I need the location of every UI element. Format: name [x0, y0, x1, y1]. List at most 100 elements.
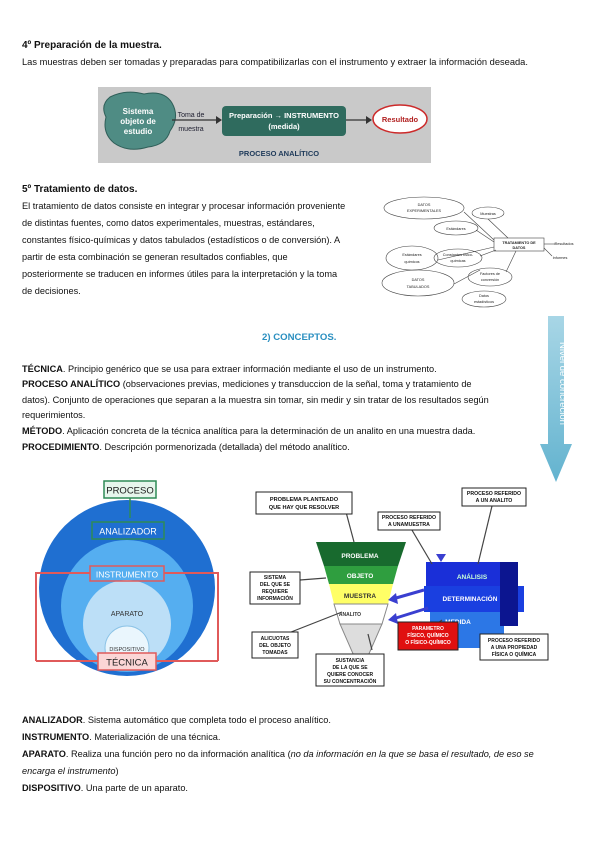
mini-n8-b: químicas [450, 259, 465, 263]
mini-n2: Muestras [480, 212, 496, 216]
funnel-tip [339, 623, 383, 657]
diagram-caption: PROCESO ANALÍTICO [239, 149, 319, 158]
sistema-3: REQUIERE [262, 589, 289, 595]
def-dispositivo: DISPOSITIVO. Una parte de un aparato. [22, 780, 188, 797]
def-instrumento-term: INSTRUMENTO [22, 732, 90, 742]
instrumento-box [89, 565, 165, 582]
proceso-analito-1: PROCESO REFERIDO [467, 491, 521, 497]
mini-n6: Informes [553, 256, 568, 260]
proceso-analito-callout [461, 487, 527, 507]
parametro-2: FÍSICO, QUÍMICO [407, 631, 449, 639]
problema-callout-2: QUE HAY QUE RESOLVER [269, 505, 339, 511]
def-procedimiento: PROCEDIMIENTO. Descripción pormenorizada… [22, 439, 542, 456]
analito-label: ANALITO [339, 612, 361, 618]
sustancia-2: DE LA QUE SE [332, 665, 368, 671]
proceso-propiedad-2: A UNA PROPIEDAD [491, 645, 538, 651]
tecnica-label: TÉCNICA [106, 658, 148, 669]
def-dispositivo-text: . Una parte de un aparato. [80, 783, 188, 793]
sample-label-1: Toma de [178, 112, 205, 119]
analizador-label: ANALIZADOR [99, 527, 157, 537]
def-proceso-text: (observaciones previas, mediciones y tra… [120, 379, 472, 389]
def-aparato-cont: encarga el instrumento) [22, 763, 119, 780]
def-tecnica: TÉCNICA. Principio genérico que se usa p… [22, 361, 542, 378]
concretion-label: Nivel de concreción [557, 342, 568, 425]
sustancia-callout [315, 653, 385, 687]
analizador-box [91, 521, 165, 540]
mini-n3: Estándares [446, 227, 465, 231]
mini-n7-b: químicos [404, 260, 419, 264]
mini-n1-b: EXPERIMENTALES [407, 209, 442, 213]
proceso-analito-2: A UN ANALITO [476, 498, 513, 504]
system-label-3: estudio [124, 127, 153, 136]
def-proceso: PROCESO ANALÍTICO (observaciones previas… [22, 376, 542, 393]
def-proceso-term: PROCESO ANALÍTICO [22, 379, 121, 389]
proceso-propiedad-3: FÍSICA O QUÍMICA [492, 650, 537, 658]
analisis-label: ANÁLISIS [457, 572, 488, 581]
prep-label-2: (medida) [268, 122, 300, 131]
def-aparato-text: . Realiza una función pero no da informa… [65, 749, 291, 759]
mini-n9-a: Factores de [480, 272, 500, 276]
def-aparato: APARATO. Realiza una función pero no da … [22, 746, 582, 763]
sistema-4: INFORMACIÓN [257, 594, 293, 602]
system-blob [103, 91, 176, 150]
concretion-arrow: Nivel de concreción [540, 316, 572, 482]
section5-line-1: El tratamiento de datos consiste en inte… [22, 201, 346, 211]
section4-text: Las muestras deben ser tomadas y prepara… [22, 57, 528, 67]
def-metodo: MÉTODO. Aplicación concreta de la técnic… [22, 423, 552, 440]
def-metodo-term: MÉTODO [22, 426, 63, 436]
aparato-label: APARATO [111, 611, 144, 618]
data-treatment-diagram: DATOS EXPERIMENTALES Muestras Estándares… [381, 196, 574, 308]
parametro-1: PARAMETRO [412, 626, 444, 632]
sustancia-3: QUIERE CONOCER [327, 672, 374, 678]
parametro-3: O FÍSICO-QUÍMICO [405, 638, 451, 646]
problema-callout-1: PROBLEMA PLANTEADO [270, 497, 339, 503]
problema-label: PROBLEMA [341, 553, 379, 560]
muestra-label: MUESTRA [344, 593, 376, 600]
mini-n10-a: DATOS [412, 278, 425, 282]
blue-shadow [500, 562, 518, 626]
instrumento-label: INSTRUMENTO [96, 570, 159, 580]
section5-line-5: posteriormente se traducen en informes ú… [22, 269, 338, 279]
def-dispositivo-term: DISPOSITIVO [22, 783, 81, 793]
section5-line-4: partir de esta combinación se generan re… [22, 252, 288, 262]
proceso-muestra-2: A UNAMUESTRA [388, 522, 430, 528]
alicuotas-1: ALICUOTAS [261, 636, 290, 642]
sistema-callout [249, 571, 301, 605]
def-instrumento-text: . Materialización de una técnica. [89, 732, 221, 742]
tecnica-box [97, 652, 157, 671]
def-procedimiento-text: . Descripción pormenorizada (detallada) … [99, 442, 350, 452]
def-tecnica-term: TÉCNICA [22, 364, 63, 374]
section5-line-2: de distintas fuentes, como datos experim… [22, 218, 315, 228]
def-aparato-italic: no da información en la que se basa el r… [290, 749, 534, 759]
alicuotas-2: DEL OBJETO [259, 643, 291, 649]
problema-callout [255, 491, 353, 515]
alicuotas-3: TOMADAS [262, 650, 288, 656]
objeto-label: OBJETO [347, 573, 374, 580]
prep-box [222, 106, 346, 136]
def-instrumento: INSTRUMENTO. Materialización de una técn… [22, 729, 220, 746]
def-tecnica-text: . Principio genérico que se usa para ext… [62, 364, 437, 374]
sample-label-2: muestra [178, 126, 203, 133]
section5-line-3: constantes físico-químicas y datos tabul… [22, 235, 341, 245]
prep-label-1: Preparación → INSTRUMENTO [229, 111, 339, 120]
funnel-diagram: ANÁLISIS DETERMINACIÓN MEDIDA PROBLEMA O… [249, 487, 549, 687]
def-aparato-term: APARATO [22, 749, 66, 759]
mini-n1-a: DATOS [418, 203, 431, 207]
mini-n11-b: estadísticos [474, 300, 494, 304]
parametro-callout [397, 621, 459, 651]
def-proceso-cont: datos). Conjunto de operaciones que sepa… [22, 395, 489, 405]
mini-n7-a: Estándares [402, 253, 421, 257]
result-ellipse [372, 104, 428, 134]
tecnica-line-right [164, 572, 219, 661]
sistema-1: SISTEMA [264, 575, 287, 581]
mini-n11-a: Datos [479, 294, 489, 298]
section4-heading: 4º Preparación de la muestra. [22, 40, 162, 51]
system-label-1: Sistema [123, 107, 154, 116]
mini-n10-b: TABULADOS [407, 285, 430, 289]
def-analizador: ANALIZADOR. Sistema automático que compl… [22, 712, 331, 729]
problema-layer [316, 542, 406, 566]
proceso-label: PROCESO [106, 486, 154, 497]
conceptos-heading: 2) CONCEPTOS. [262, 332, 337, 343]
dispositivo-label: DISPOSITIVO [109, 647, 145, 653]
sistema-2: DEL QUE SE [260, 582, 291, 588]
